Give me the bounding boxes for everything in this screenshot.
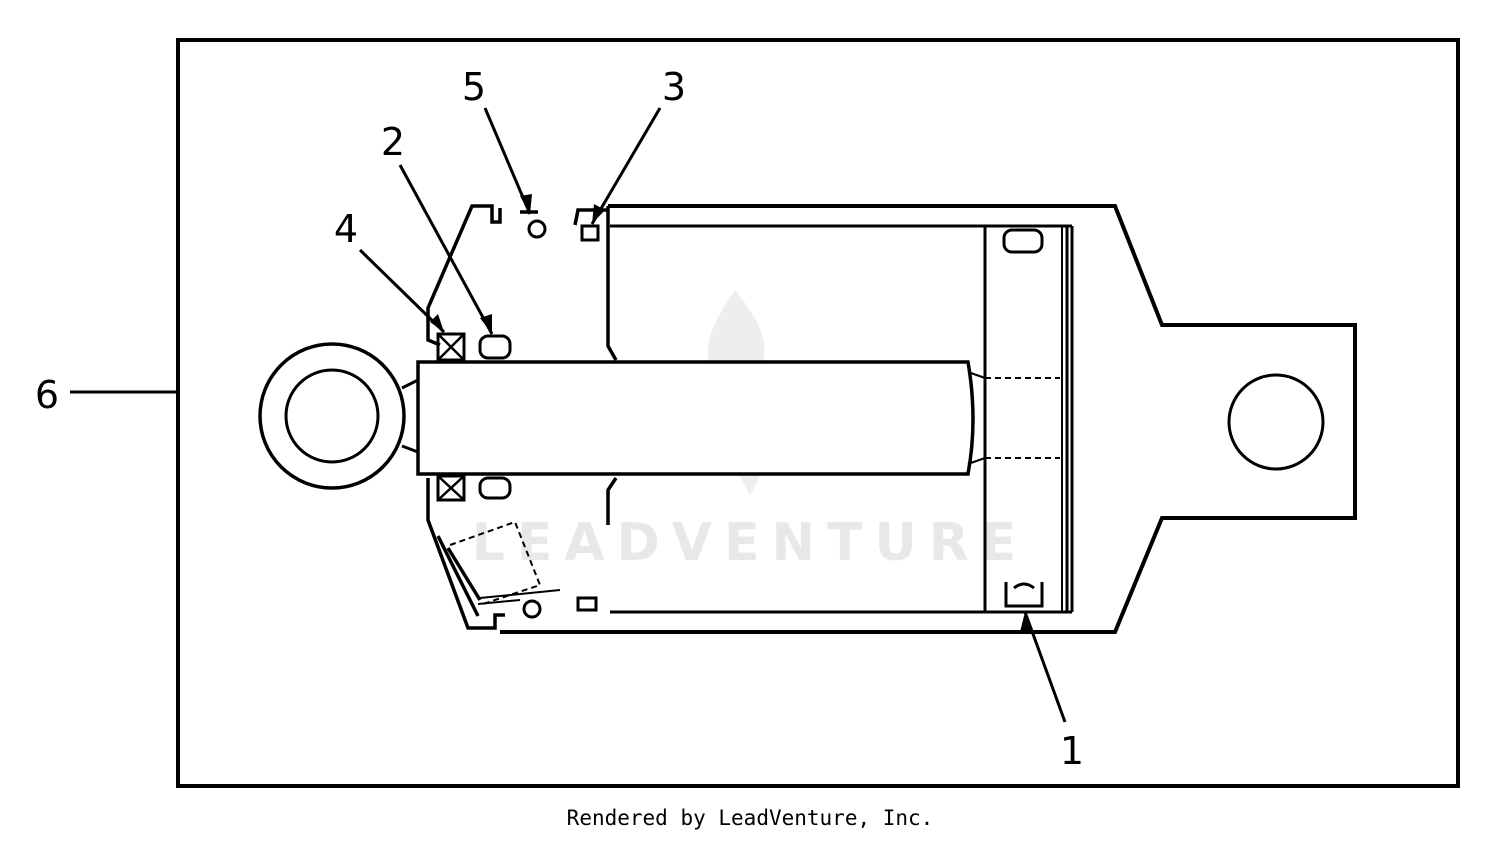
- rod-eye-outer: [258, 342, 406, 490]
- piston-seal-bottom: [1004, 582, 1044, 608]
- watermark-flame-icon: [707, 290, 765, 382]
- backup-ring-top: [580, 224, 600, 242]
- rod-eye-neck: [401, 378, 419, 454]
- gland-oring-top: [527, 219, 547, 239]
- rod-eye-inner: [284, 368, 380, 464]
- piston-seal-top: [1002, 228, 1044, 254]
- wiper-seal-bottom: [436, 474, 466, 502]
- outer-frame: [176, 38, 1460, 788]
- retaining-ring: [436, 520, 561, 617]
- callout-4: 4: [334, 207, 358, 251]
- arrowhead-1: [1020, 612, 1033, 632]
- arrowhead-5: [520, 194, 532, 214]
- callout-1: 1: [1060, 729, 1084, 773]
- piston-rod: [416, 360, 975, 476]
- gland-oring-bottom: [522, 599, 542, 619]
- leader-arrowheads: [430, 194, 1033, 632]
- arrowhead-2: [480, 314, 492, 334]
- rod-thread-step: [967, 371, 986, 465]
- callout-2: 2: [381, 120, 405, 164]
- clevis-mount-hole: [1227, 373, 1325, 471]
- watermark-text: LEADVENTURE: [472, 513, 1029, 573]
- cylinder-barrel-outline: [500, 204, 1357, 634]
- leader-1: [1023, 611, 1067, 723]
- leader-3: [590, 107, 662, 225]
- arrowhead-3: [592, 204, 605, 224]
- wiper-seal-top: [436, 332, 466, 362]
- rod-seal-top: [478, 334, 512, 360]
- leader-4: [358, 248, 446, 334]
- callout-5: 5: [462, 65, 486, 109]
- rod-threaded-end: [985, 377, 1060, 459]
- callout-3: 3: [662, 65, 686, 109]
- rod-seal-bottom: [478, 476, 512, 500]
- arrowhead-4: [430, 314, 444, 332]
- backup-ring-bottom: [576, 596, 598, 612]
- callout-6: 6: [35, 373, 59, 417]
- leader-2: [398, 164, 494, 335]
- render-credit: Rendered by LeadVenture, Inc.: [566, 806, 934, 830]
